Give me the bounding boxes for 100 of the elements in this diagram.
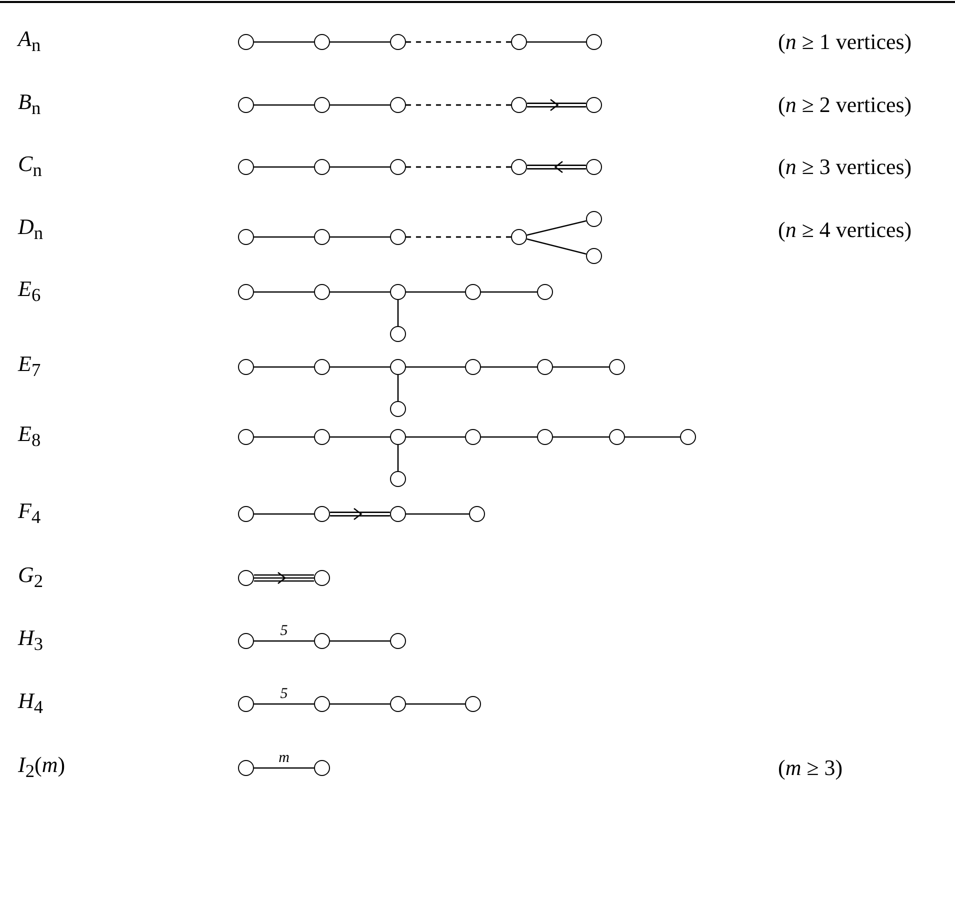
vertex-circle xyxy=(238,97,254,113)
vertex-circle xyxy=(511,34,527,50)
vertex-circle xyxy=(314,229,330,245)
vertex-circle xyxy=(314,359,330,375)
vertex-circle xyxy=(390,506,406,522)
diagram-type-label: H$_{3}$ xyxy=(18,624,44,656)
vertex-circle xyxy=(238,429,254,445)
edge-line xyxy=(406,166,511,168)
edge-line xyxy=(526,238,586,255)
vertex-circle xyxy=(469,506,485,522)
vertex-circle xyxy=(390,34,406,50)
edge-line xyxy=(481,366,537,368)
edge-line xyxy=(527,41,586,43)
edge-line xyxy=(254,236,314,238)
edge-line xyxy=(254,366,314,368)
multiple-bond-edge xyxy=(526,98,587,112)
vertex-circle xyxy=(390,159,406,175)
vertex-circle xyxy=(238,359,254,375)
vertex-circle xyxy=(465,359,481,375)
multiple-bond-edge xyxy=(329,508,391,520)
edge-line xyxy=(406,366,465,368)
edge-line xyxy=(254,767,314,769)
diagram-type-label: D$_{n}$ xyxy=(18,214,44,246)
edge-line xyxy=(526,220,586,236)
vertex-circle xyxy=(390,633,406,649)
vertex-circle xyxy=(390,471,406,487)
diagram-type-label: E$_{6}$ xyxy=(18,276,41,308)
vertex-circle xyxy=(238,696,254,712)
edge-line xyxy=(406,41,511,43)
vertex-circle xyxy=(238,159,254,175)
vertex-circle xyxy=(314,696,330,712)
vertex-circle xyxy=(238,633,254,649)
diagram-type-label: A$_{n}$ xyxy=(18,26,41,58)
vertex-circle xyxy=(390,284,406,300)
edge-line xyxy=(254,436,314,438)
diagram-type-label: F$_{4}$ xyxy=(18,498,41,530)
vertex-circle xyxy=(390,97,406,113)
vertex-circle xyxy=(465,696,481,712)
condition-note: (n ≥ 2 vertices) xyxy=(778,92,912,118)
edge-line xyxy=(481,291,537,293)
diagram-type-label: E$_{8}$ xyxy=(18,420,41,452)
edge-line xyxy=(406,236,511,238)
edge-line xyxy=(254,513,314,515)
edge-line xyxy=(397,445,399,471)
diagram-type-label: H$_{4}$ xyxy=(18,688,44,720)
vertex-circle xyxy=(390,696,406,712)
vertex-circle xyxy=(465,429,481,445)
vertex-circle xyxy=(390,229,406,245)
vertex-circle xyxy=(390,326,406,342)
vertex-circle xyxy=(537,284,553,300)
edge-line xyxy=(625,436,680,438)
edge-line xyxy=(406,104,511,106)
edge-line xyxy=(254,291,314,293)
vertex-circle xyxy=(314,97,330,113)
edge-line xyxy=(330,166,390,168)
diagram-type-label: I$_{2}$(m) xyxy=(18,752,66,784)
vertex-circle xyxy=(537,359,553,375)
edge-line xyxy=(330,366,390,368)
edge-line xyxy=(330,236,390,238)
vertex-circle xyxy=(586,97,602,113)
edge-line xyxy=(254,41,314,43)
vertex-circle xyxy=(238,229,254,245)
edge-line xyxy=(330,703,390,705)
edge-line xyxy=(254,640,314,642)
vertex-circle xyxy=(511,229,527,245)
condition-note: (n ≥ 4 vertices) xyxy=(778,217,912,243)
condition-note: (n ≥ 3 vertices) xyxy=(778,154,912,180)
edge-label: 5 xyxy=(280,623,288,639)
edge-line xyxy=(330,41,390,43)
edge-line xyxy=(406,291,465,293)
edge-line xyxy=(397,375,399,401)
vertex-circle xyxy=(609,359,625,375)
diagram-type-label: G$_{2}$ xyxy=(18,562,44,594)
vertex-circle xyxy=(390,429,406,445)
vertex-circle xyxy=(314,34,330,50)
edge-line xyxy=(406,513,469,515)
multiple-bond-edge xyxy=(253,572,315,584)
edge-line xyxy=(330,436,390,438)
edge-line xyxy=(481,436,537,438)
vertex-circle xyxy=(238,284,254,300)
edge-line xyxy=(553,366,609,368)
vertex-circle xyxy=(314,284,330,300)
vertex-circle xyxy=(586,248,602,264)
vertex-circle xyxy=(314,506,330,522)
vertex-circle xyxy=(314,429,330,445)
diagram-type-label: E$_{7}$ xyxy=(18,350,41,382)
vertex-circle xyxy=(465,284,481,300)
edge-line xyxy=(330,104,390,106)
condition-note: (m ≥ 3) xyxy=(778,755,843,781)
edge-line xyxy=(397,300,399,326)
vertex-circle xyxy=(511,97,527,113)
vertex-circle xyxy=(680,429,696,445)
multiple-bond-edge xyxy=(526,160,587,174)
edge-line xyxy=(254,166,314,168)
edge-line xyxy=(254,703,314,705)
vertex-circle xyxy=(586,34,602,50)
edge-label: 5 xyxy=(280,686,288,702)
vertex-circle xyxy=(314,570,330,586)
vertex-circle xyxy=(314,159,330,175)
vertex-circle xyxy=(390,401,406,417)
